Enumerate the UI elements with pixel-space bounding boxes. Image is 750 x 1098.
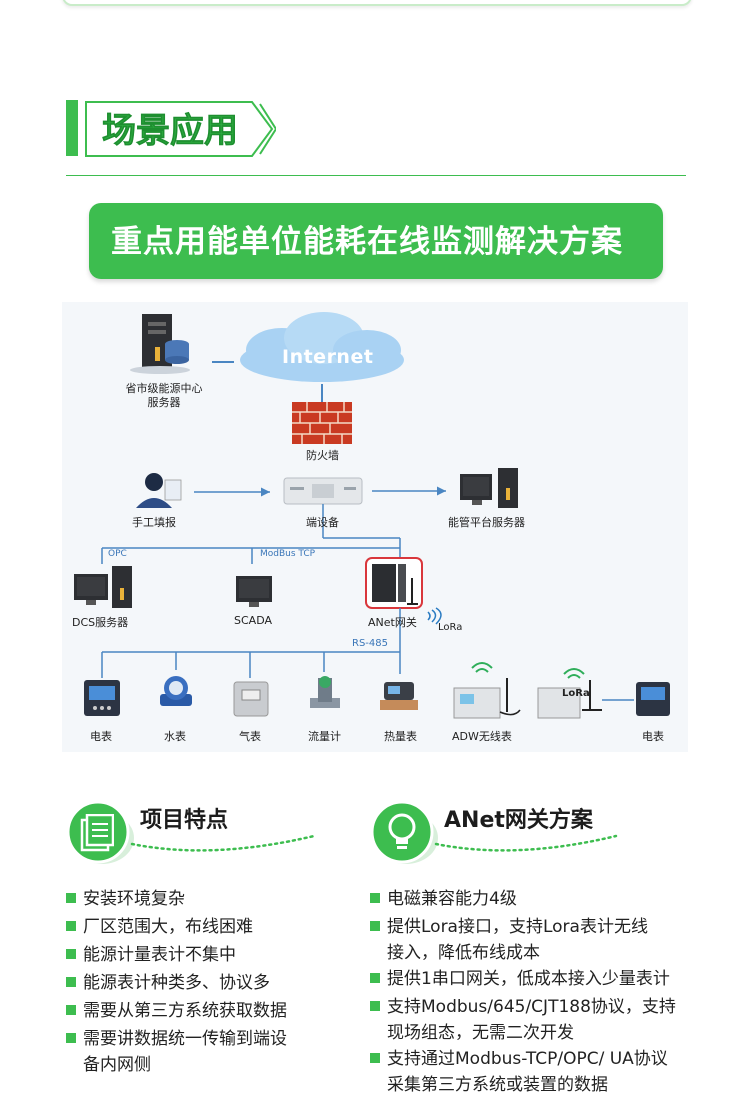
modbus-tcp-label: ModBus TCP [260,549,316,559]
network-diagram: Internet 省市级能源中心 服务器 防火墙 手工填报 端设备 能管平台服务… [62,302,688,752]
lora-label: LoRa [438,622,463,633]
feature-item: 需要讲数据统一传输到端设备内网侧 [66,1026,287,1078]
bullet-icon [370,1001,380,1011]
section-title: 场景应用 [102,111,238,151]
dcs-server-icon [74,566,132,608]
lora-node-icon [537,680,634,719]
meter-label: 气表 [239,730,261,743]
edge-device-label: 端设备 [306,516,339,529]
meter-label: ADW无线表 [452,730,512,743]
feature-item: 需要从第三方系统获取数据 [66,998,287,1024]
bullet-icon [370,973,380,983]
solution-item: 提供Lora接口，支持Lora表计无线接入，降低布线成本 [370,914,648,966]
edge-device-icon [283,477,363,505]
feature-item: 能源计量表计不集中 [66,942,236,968]
bullet-icon [66,949,76,959]
solution-item: 支持通过Modbus-TCP/OPC/ UA协议采集第三方系统或装置的数据 [370,1046,668,1098]
meter-label: 热量表 [384,730,417,743]
remote-electric-meter-icon [636,682,670,716]
feature-item: 厂区范围大，布线困难 [66,914,253,940]
dcs-label: DCS服务器 [72,616,129,629]
flow-meter-icon [310,676,340,708]
lightbulb-icon [386,812,418,852]
provincial-server-icon [130,314,190,374]
platform-server-icon [460,468,518,508]
diagram-graphics [74,312,670,719]
document-icon [80,813,115,852]
section-title-badge: 场景应用 [85,101,276,157]
lora-node-wifi-icon [563,668,585,679]
platform-server-label: 能管平台服务器 [448,516,525,529]
bullet-icon [66,1033,76,1043]
manual-entry-label: 手工填报 [132,516,176,529]
heat-meter-icon [380,682,418,710]
scada-monitor-icon [236,576,272,607]
remote-meter-label: 电表 [642,730,664,743]
meter-label: 流量计 [308,730,341,743]
anet-gateway-icon [365,557,423,609]
solution-title: ANet网关方案 [444,808,593,833]
section-accent-bar [66,100,78,156]
lora-node-label: LoRa [562,688,590,699]
opc-label: OPC [108,549,127,559]
electric-meter-icon [84,680,120,716]
provincial-center-label: 省市级能源中心 服务器 [125,382,203,409]
bullet-icon [370,921,380,931]
features-title: 项目特点 [140,808,229,833]
meter-label: 水表 [164,730,186,743]
internet-label: Internet [282,346,374,368]
bullet-icon [66,893,76,903]
solution-banner: 重点用能单位能耗在线监测解决方案 [89,203,663,279]
meter-label: 电表 [90,730,112,743]
bullet-icon [370,1053,380,1063]
solution-item: 电磁兼容能力4级 [370,886,517,912]
firewall-icon [292,402,352,444]
feature-item: 能源表计种类多、协议多 [66,970,270,996]
anet-gateway-label: ANet网关 [368,616,417,629]
adw-wireless-meter-icon [453,678,521,719]
adw-wifi-icon [471,662,493,673]
internet-cloud-icon [240,312,404,382]
rs485-label: RS-485 [352,638,388,649]
solution-item: 支持Modbus/645/CJT188协议，支持现场组态，无需二次开发 [370,994,676,1046]
water-meter-icon [160,676,192,706]
bullet-icon [66,921,76,931]
lora-wireless-icon [427,607,442,625]
scada-label: SCADA [234,614,272,627]
feature-item: 安装环境复杂 [66,886,185,912]
bullet-icon [370,893,380,903]
previous-card-edge [62,0,692,6]
section-divider [66,175,686,176]
bullet-icon [66,977,76,987]
gas-meter-icon [233,681,269,717]
manual-entry-person-icon [136,473,182,508]
bullet-icon [66,1005,76,1015]
firewall-label: 防火墙 [306,449,339,462]
solution-item: 提供1串口网关，低成本接入少量表计 [370,966,670,992]
